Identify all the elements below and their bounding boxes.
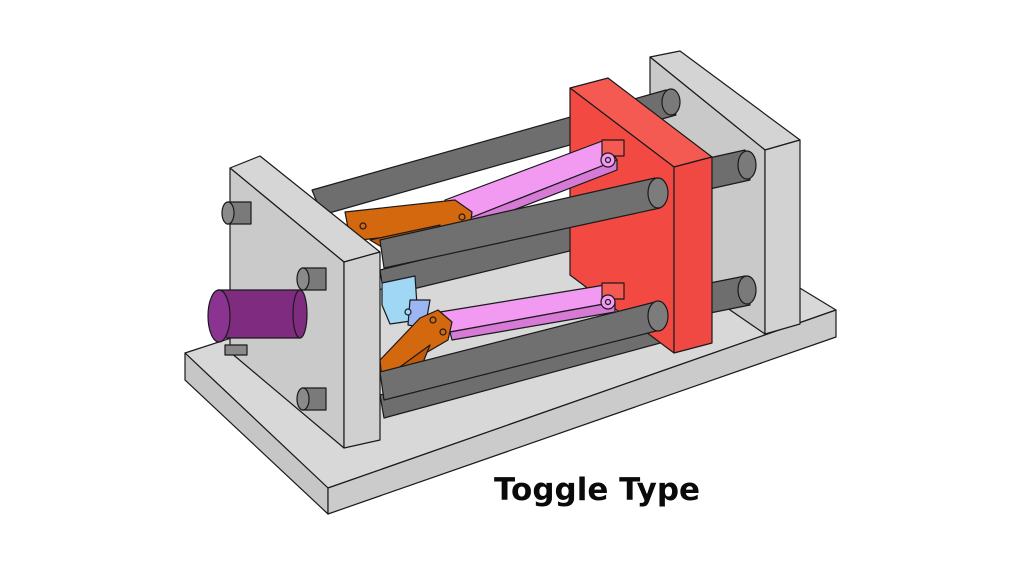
lower-rear-toggle-link: [439, 282, 625, 341]
tie-bars-front: [379, 177, 669, 401]
hydraulic-cylinder: [207, 289, 308, 343]
nut-bottom-left-hidden: [224, 344, 248, 356]
nut-bottom-right: [296, 387, 327, 411]
nut-top-left: [221, 201, 252, 225]
nut-mid-right: [296, 267, 327, 291]
tie-bar-nuts: [221, 201, 327, 411]
diagram-caption: Toggle Type: [494, 472, 701, 508]
